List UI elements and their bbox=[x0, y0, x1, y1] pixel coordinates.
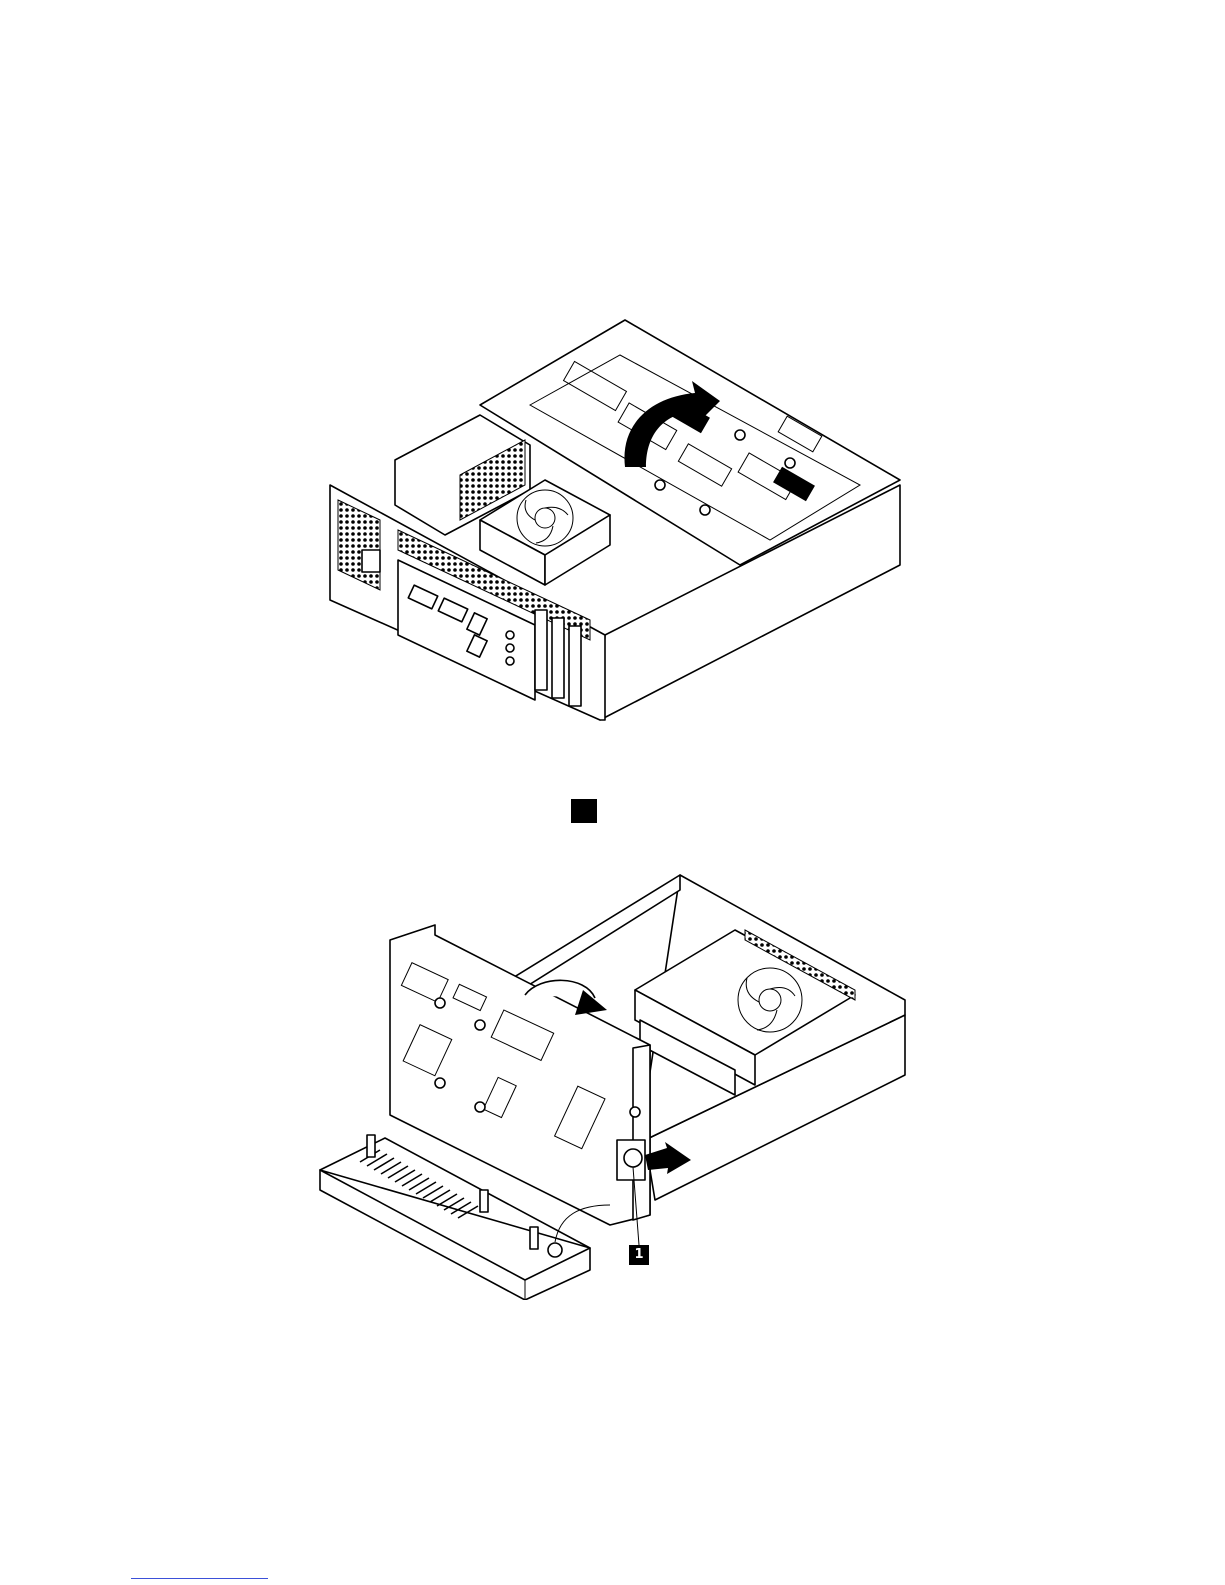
bezel-power-button bbox=[548, 1243, 562, 1257]
power-button bbox=[624, 1149, 642, 1167]
pci-slot-1 bbox=[535, 610, 547, 690]
callout-1: 1 bbox=[629, 1245, 649, 1265]
power-socket bbox=[362, 550, 380, 572]
bezel-tab-3 bbox=[530, 1227, 538, 1249]
pci-slot-3 bbox=[569, 626, 581, 706]
chassis-drive-bay-lift-illustration bbox=[320, 315, 910, 735]
bezel-tab-1 bbox=[367, 1135, 375, 1157]
footer-link-underline[interactable] bbox=[131, 1578, 268, 1579]
bezel-tab-2 bbox=[480, 1190, 488, 1212]
pci-slot-2 bbox=[552, 618, 564, 698]
step-marker-square bbox=[571, 799, 597, 823]
chassis-front-bezel-illustration bbox=[315, 870, 915, 1300]
